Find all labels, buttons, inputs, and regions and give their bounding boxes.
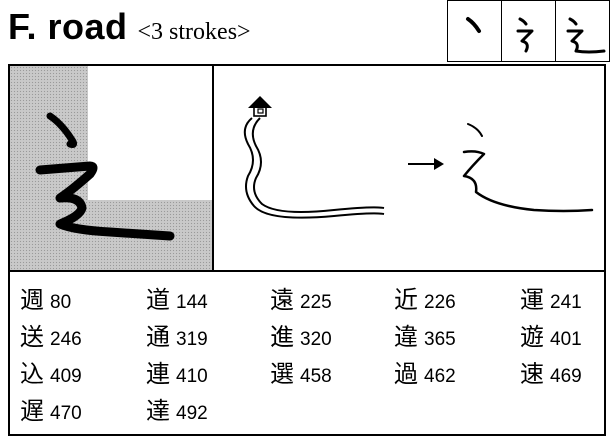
kanji-char: 遅 bbox=[20, 397, 44, 425]
kanji-char: 選 bbox=[270, 360, 294, 388]
stroke-order-strip bbox=[447, 0, 610, 62]
kanji-char: 道 bbox=[146, 286, 170, 314]
stroke-step-3 bbox=[555, 0, 610, 62]
entry-number: 320 bbox=[300, 329, 332, 350]
entry-number: 319 bbox=[176, 329, 208, 350]
entry-number: 492 bbox=[176, 403, 208, 424]
list-item: 過 462 bbox=[394, 354, 456, 389]
entry-number: 80 bbox=[50, 292, 72, 313]
list-item: 速 469 bbox=[520, 354, 582, 389]
entry-number: 469 bbox=[550, 366, 582, 387]
list-item: 遠 225 bbox=[270, 280, 332, 315]
illustration-row bbox=[10, 66, 604, 272]
list-item: 連 410 bbox=[146, 354, 208, 389]
entry-number: 458 bbox=[300, 366, 332, 387]
kanji-char: 遠 bbox=[270, 286, 294, 314]
entry-number: 241 bbox=[550, 292, 582, 313]
entry-number: 246 bbox=[50, 329, 82, 350]
kanji-char: 通 bbox=[146, 323, 170, 351]
road-illustration bbox=[214, 66, 604, 270]
entry-number: 470 bbox=[50, 403, 82, 424]
list-item: 送 246 bbox=[20, 317, 82, 352]
list-item: 道 144 bbox=[146, 280, 208, 315]
kanji-char: 込 bbox=[20, 360, 44, 388]
kanji-char: 週 bbox=[20, 286, 44, 314]
kanji-char: 過 bbox=[394, 360, 418, 388]
entry-number: 409 bbox=[50, 366, 82, 387]
entry-number: 462 bbox=[424, 366, 456, 387]
full-radical-icon bbox=[566, 17, 606, 54]
kanji-char: 送 bbox=[20, 323, 44, 351]
kanji-char: 進 bbox=[270, 323, 294, 351]
list-item: 進 320 bbox=[270, 317, 332, 352]
list-item: 通 319 bbox=[146, 317, 208, 352]
list-item: 違 365 bbox=[394, 317, 456, 352]
list-item: 近 226 bbox=[394, 280, 456, 315]
list-item: 選 458 bbox=[270, 354, 332, 389]
entry-number: 401 bbox=[550, 329, 582, 350]
list-item: 遊 401 bbox=[520, 317, 582, 352]
page-title: F. road <3 strokes> bbox=[8, 6, 251, 48]
radical-name: F. road bbox=[8, 6, 128, 47]
entry-number: 365 bbox=[424, 329, 456, 350]
list-item: 達 492 bbox=[146, 391, 208, 426]
dot-stroke-icon bbox=[466, 17, 481, 33]
list-item: 週 80 bbox=[20, 280, 71, 315]
list-item: 遅 470 bbox=[20, 391, 82, 426]
entry-number: 144 bbox=[176, 292, 208, 313]
large-road-radical-icon bbox=[35, 112, 175, 241]
list-item: 運 241 bbox=[520, 280, 582, 315]
winding-road-with-house-icon bbox=[243, 96, 594, 219]
entry-number: 225 bbox=[300, 292, 332, 313]
kanji-char: 連 bbox=[146, 360, 170, 388]
stroke-count: <3 strokes> bbox=[137, 19, 251, 45]
large-radical-panel bbox=[10, 66, 214, 270]
stroke-step-1 bbox=[447, 0, 501, 62]
kanji-char: 遊 bbox=[520, 323, 544, 351]
zigzag-stroke-icon bbox=[516, 17, 534, 53]
list-item: 込 409 bbox=[20, 354, 82, 389]
kanji-char: 速 bbox=[520, 360, 544, 388]
radical-card: 週 80 道 144 遠 225 近 226 運 241 送 246 通 319 進 320 違… bbox=[8, 64, 606, 436]
kanji-char: 達 bbox=[146, 397, 170, 425]
kanji-char: 運 bbox=[520, 286, 544, 314]
kanji-char: 近 bbox=[394, 286, 418, 314]
stroke-step-2 bbox=[501, 0, 555, 62]
entry-number: 226 bbox=[424, 292, 456, 313]
entry-number: 410 bbox=[176, 366, 208, 387]
kanji-char: 違 bbox=[394, 323, 418, 351]
header: F. road <3 strokes> bbox=[0, 0, 614, 62]
